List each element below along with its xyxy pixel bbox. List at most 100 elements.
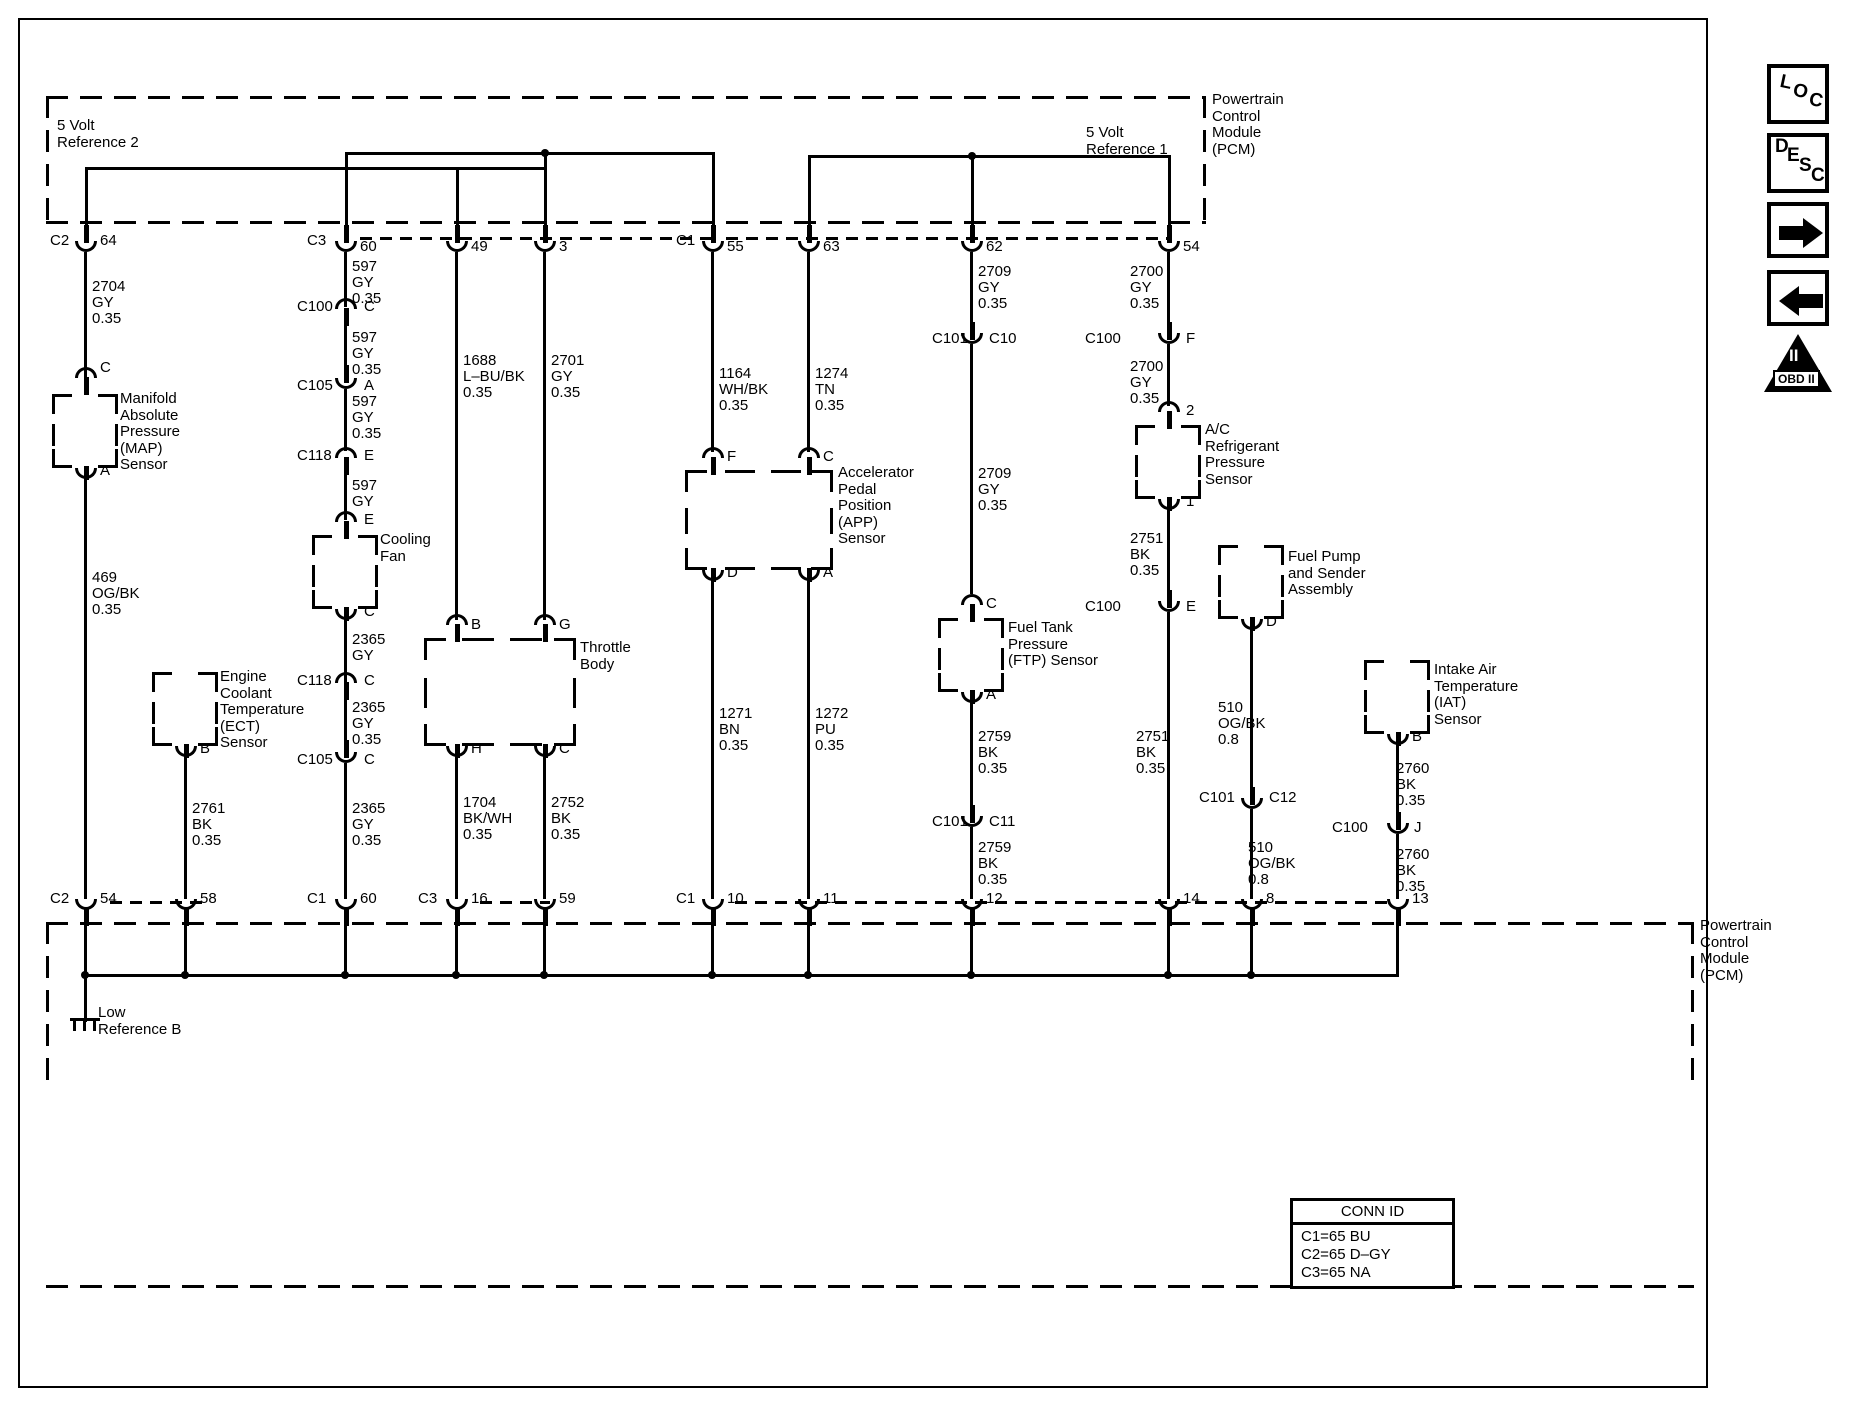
bpin-number-c1-60: 60 (360, 890, 377, 907)
fan-top-terminal: E (364, 511, 375, 528)
wire-597b-number: 597 (352, 329, 378, 346)
wire-2761-color: BK (192, 816, 213, 833)
pin-number-62: 62 (986, 238, 1003, 255)
ftp-terminal-c: C (986, 595, 997, 612)
wire-2760-seg2 (1396, 834, 1399, 899)
wire-2760b-gauge: 0.35 (1396, 878, 1426, 895)
pin-cup-62 (961, 241, 983, 252)
iat-sensor-box[interactable] (1364, 660, 1430, 734)
cooling-fan-box[interactable] (312, 535, 378, 609)
rail-ref2-branch-mid (456, 167, 459, 227)
c105-c-name: C105 (297, 751, 333, 768)
wire-1164-gauge: 0.35 (719, 397, 749, 414)
app-terminal-a: A (823, 564, 834, 581)
pin-stub-49 (455, 225, 460, 243)
wire-2752-segment (543, 757, 546, 899)
desc-button-label-e: E (1787, 145, 1800, 166)
pin-cup-3 (534, 241, 556, 252)
ect-sensor-label: Engine Coolant Temperature (ECT) Sensor (220, 668, 305, 751)
wire-1688-segment (455, 252, 458, 620)
c101-c10-term: C10 (989, 330, 1017, 347)
pin-number-63: 63 (823, 238, 840, 255)
bpin-conn-c2-54: C2 (50, 890, 70, 907)
wire-2752-number: 2752 (551, 794, 585, 811)
loc-button[interactable]: L O C (1767, 64, 1829, 124)
bpin-conn-c3-16: C3 (418, 890, 438, 907)
wire-1164-color: WH/BK (719, 381, 769, 398)
top-connector-dash-c3 (360, 237, 715, 240)
c118-c-term: C (364, 672, 375, 689)
bottom-module-label: Powertrain Control Module (PCM) (1700, 917, 1772, 984)
map-bottom-cup (75, 468, 97, 479)
fan-top-cup (335, 511, 357, 522)
ftp-c-stub (970, 604, 975, 622)
ftp-a-cup (961, 692, 983, 703)
desc-button[interactable]: D E S C (1767, 133, 1829, 193)
wire-2365b-number: 2365 (352, 699, 386, 716)
wire-2760a-number: 2760 (1396, 760, 1430, 777)
wire-1271-segment (711, 581, 714, 899)
wire-2759a-color: BK (978, 744, 999, 761)
c101-c12-name: C101 (1199, 789, 1235, 806)
ftp-sensor-box[interactable] (938, 618, 1004, 692)
wire-1688-color: L–BU/BK (463, 368, 525, 385)
pin-number-c3-60: 60 (360, 238, 377, 255)
c118-e-name: C118 (297, 447, 332, 464)
bpin-stub-11 (807, 908, 812, 926)
wire-1688-gauge: 0.35 (463, 384, 493, 401)
map-sensor-box[interactable] (52, 394, 118, 468)
arrow-left-icon (1779, 286, 1823, 316)
fan-bottom-cup (335, 609, 357, 620)
wire-2761-segment (184, 757, 187, 899)
c105-a-stub (344, 365, 349, 383)
wire-2709a-number: 2709 (978, 263, 1012, 280)
throttle-body-box[interactable] (424, 638, 576, 746)
wire-469-segment (84, 479, 87, 899)
wire-2365c-color: GY (352, 816, 374, 833)
obd-ii-button[interactable]: II OBD II (1762, 334, 1834, 394)
c105-c-cup (335, 752, 357, 763)
desc-button-label-s: S (1799, 155, 1812, 176)
top-connector-dash-c1 (726, 237, 1169, 240)
app-d-cup (702, 570, 724, 581)
bpin-stub-c1-60 (344, 908, 349, 926)
wire-2751b-color: BK (1136, 744, 1157, 761)
c101-c11-name: C101 (932, 813, 968, 830)
c100-c-stub (344, 308, 349, 326)
map-bottom-terminal: A (100, 462, 111, 479)
lowref-junction-11 (804, 971, 812, 979)
wire-2759b-number: 2759 (978, 839, 1012, 856)
wire-2759a-number: 2759 (978, 728, 1012, 745)
app-sensor-box[interactable] (685, 470, 833, 570)
top-module-outline-top (46, 96, 1206, 99)
wire-2709-seg2 (970, 344, 973, 594)
wire-469-number: 469 (92, 569, 118, 586)
fuel-pump-sender-label: Fuel Pump and Sender Assembly (1288, 548, 1366, 598)
acrp-terminal-2: 2 (1186, 402, 1195, 419)
prev-button[interactable] (1767, 270, 1829, 326)
lowref-junction-12 (967, 971, 975, 979)
lowref-drop-12 (970, 925, 973, 977)
acrp-1-cup (1158, 499, 1180, 510)
app-terminal-c: C (823, 448, 834, 465)
pin-stub-63 (807, 225, 812, 243)
wire-2365a-number: 2365 (352, 631, 386, 648)
ac-refrigerant-pressure-sensor-box[interactable] (1135, 425, 1201, 499)
c100-e-stub (1167, 590, 1172, 608)
app-f-stub (711, 457, 716, 475)
c100-c-name: C100 (297, 298, 333, 315)
pin-number-c1-55: 55 (727, 238, 744, 255)
next-button[interactable] (1767, 202, 1829, 258)
c100-j-name: C100 (1332, 819, 1368, 836)
lowref-drop-59 (543, 925, 546, 977)
wire-2700-seg2 (1167, 344, 1170, 406)
rail-ref1-drop-62 (971, 155, 974, 227)
c101-c12-cup (1241, 798, 1263, 809)
wire-2365c-number: 2365 (352, 800, 386, 817)
lowref-junction-16 (452, 971, 460, 979)
fuel-pump-sender-box[interactable] (1218, 545, 1284, 619)
c101-c11-term: C11 (989, 813, 1016, 830)
ect-sensor-box[interactable] (152, 672, 218, 746)
lowref-drop-11 (807, 925, 810, 977)
